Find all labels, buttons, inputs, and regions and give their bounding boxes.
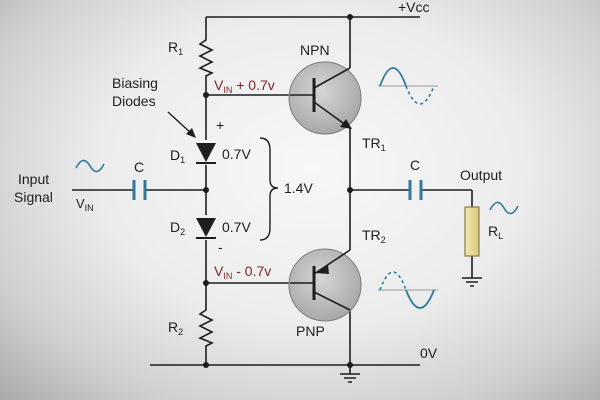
input-label-line2: Signal xyxy=(14,189,53,205)
vcc-label: +Vcc xyxy=(398,0,430,15)
voltage-brace xyxy=(259,137,279,241)
output-cap-label: C xyxy=(410,157,420,173)
load-ground-symbol xyxy=(462,277,482,287)
output-capacitor xyxy=(408,180,423,200)
output-label: Output xyxy=(460,167,502,183)
bottom-half-wave-icon xyxy=(378,271,438,309)
rl-label: RL xyxy=(488,223,503,241)
d1-drop-label: 0.7V xyxy=(222,146,251,162)
minus-sign: - xyxy=(218,239,223,255)
d1-label: D1 xyxy=(170,147,185,165)
tr1-label: TR1 xyxy=(362,135,386,153)
load-resistor xyxy=(464,206,480,257)
vin-label: VIN xyxy=(76,196,94,213)
input-cap-label: C xyxy=(134,159,144,175)
d2-label: D2 xyxy=(170,219,185,237)
resistor-r2 xyxy=(198,306,214,348)
input-wave-icon xyxy=(75,159,105,173)
d2-drop-label: 0.7V xyxy=(222,219,251,235)
transistor-tr2-pnp xyxy=(288,248,362,322)
top-bias-label: VIN + 0.7v xyxy=(214,77,275,95)
plus-sign: + xyxy=(216,117,224,133)
ground-voltage-label: 0V xyxy=(420,345,438,361)
npn-label: NPN xyxy=(300,42,330,58)
resistor-r1 xyxy=(198,36,214,78)
transistor-tr1-npn xyxy=(288,61,362,135)
ground-symbol xyxy=(340,373,360,383)
diode-d2 xyxy=(196,218,216,239)
input-label-line1: Input xyxy=(18,171,49,187)
diode-d1 xyxy=(196,143,216,164)
pnp-label: PNP xyxy=(296,323,325,339)
biasing-diodes-caption-line1: Biasing xyxy=(112,75,158,91)
input-capacitor xyxy=(132,180,147,200)
total-drop-label: 1.4V xyxy=(284,180,313,196)
bottom-bias-label: VIN - 0.7v xyxy=(214,263,271,281)
r1-label: R1 xyxy=(168,39,183,57)
r2-label: R2 xyxy=(168,319,183,337)
top-half-wave-icon xyxy=(378,67,438,105)
caption-arrow xyxy=(167,111,196,138)
output-wave-icon xyxy=(489,201,519,215)
tr2-label: TR2 xyxy=(362,227,386,245)
biasing-diodes-caption-line2: Diodes xyxy=(112,93,156,109)
junctions xyxy=(203,14,353,368)
wires xyxy=(72,16,473,374)
